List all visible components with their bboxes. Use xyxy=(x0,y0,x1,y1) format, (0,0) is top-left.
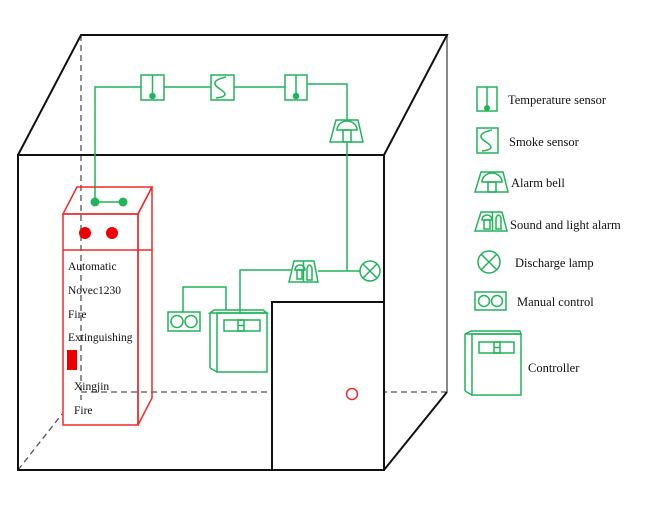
cabinet-text-line: Extinguishing xyxy=(68,332,133,344)
room-floor-diagonal-right xyxy=(383,391,448,471)
wire-controller-to-alarm xyxy=(239,269,291,314)
extinguishing-cabinet: Automatic Novec1230 Fire Extinguishing X… xyxy=(61,186,154,426)
cabinet-top-node-right xyxy=(118,197,128,207)
room-top-face xyxy=(17,34,449,156)
wire-temp2-to-bell xyxy=(307,83,348,121)
sound-light-alarm-1 xyxy=(288,260,319,283)
discharge-lamp-icon xyxy=(477,250,501,274)
legend: Temperature sensor Smoke sensor Alarm be… xyxy=(464,86,621,396)
wiring xyxy=(94,83,360,314)
temperature-sensor-icon xyxy=(476,86,498,112)
cabinet-text-line: Fire xyxy=(68,309,87,321)
legend-label-manual-control: Manual control xyxy=(517,295,594,309)
legend-label-discharge-lamp: Discharge lamp xyxy=(515,256,594,270)
sound-light-alarm-icon xyxy=(473,211,508,232)
cabinet-indicator-left xyxy=(79,227,91,239)
cabinet-indicator-right xyxy=(106,227,118,239)
legend-label-temperature-sensor: Temperature sensor xyxy=(508,93,607,107)
temperature-sensor-1 xyxy=(140,74,165,101)
legend-label-sound-light-alarm: Sound and light alarm xyxy=(510,218,621,232)
alarm-bell-icon xyxy=(473,171,509,193)
discharge-lamp-1 xyxy=(359,260,381,282)
cabinet-front-face xyxy=(62,213,139,426)
wire-cabinet-to-temp1 xyxy=(94,86,141,200)
legend-label-smoke-sensor: Smoke sensor xyxy=(509,135,580,149)
room-floor-diagonal-left xyxy=(17,413,63,471)
cabinet-top-face xyxy=(61,186,154,215)
smoke-sensor-1 xyxy=(210,74,235,101)
cabinet-red-button xyxy=(67,350,77,370)
smoke-sensor-icon xyxy=(476,127,499,154)
cabinet-text-line: Fire xyxy=(74,405,93,417)
controller-icon xyxy=(464,330,523,396)
door xyxy=(271,301,385,471)
alarm-bell-1 xyxy=(329,119,364,143)
manual-control-1 xyxy=(167,311,201,332)
cabinet-top-node-left xyxy=(90,197,100,207)
manual-control-icon xyxy=(474,291,507,311)
cabinet-side-face xyxy=(137,186,153,426)
controller-1 xyxy=(207,309,270,373)
temperature-sensor-2 xyxy=(284,74,308,101)
legend-label-alarm-bell: Alarm bell xyxy=(511,176,565,190)
cabinet-text-line: Xingjin xyxy=(74,381,109,393)
door-handle xyxy=(345,387,359,401)
door-panel xyxy=(271,301,385,471)
legend-label-controller: Controller xyxy=(528,361,580,375)
wire-manual-to-controller xyxy=(182,286,227,312)
cabinet-text-line: Novec1230 xyxy=(68,285,121,297)
cabinet-text-line: Automatic xyxy=(68,261,117,273)
